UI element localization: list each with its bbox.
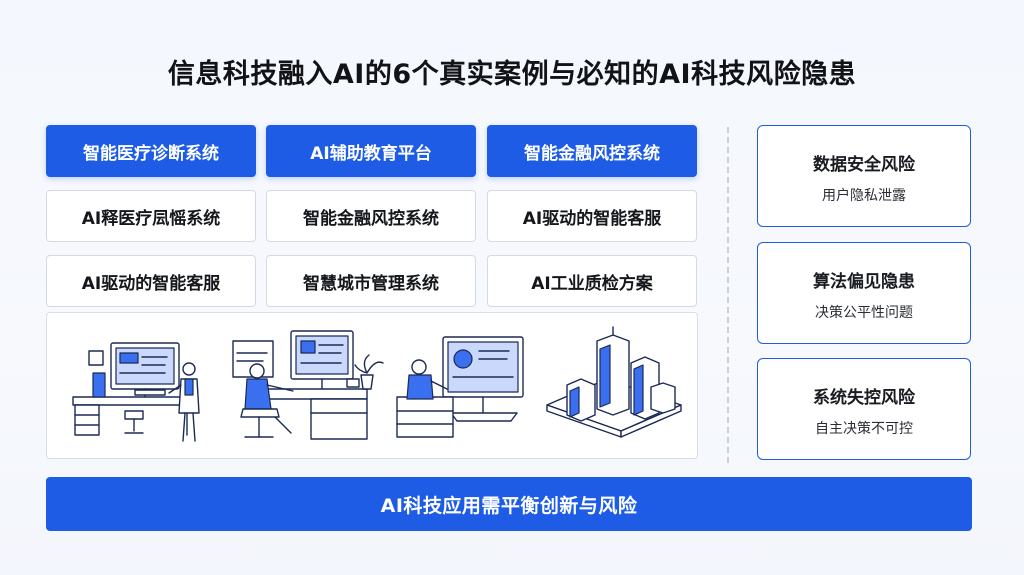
risk-description: 自主决策不可控	[815, 421, 913, 437]
risk-description: 决策公平性问题	[815, 305, 913, 321]
page-title: 信息科技融入AI的6个真实案例与必知的AI科技风险隐患	[167, 59, 857, 90]
case-cell-r3c2[interactable]: 智慧城市管理系统	[266, 255, 476, 307]
footer-banner: AI科技应用需平衡创新与风险	[46, 477, 972, 531]
case-cell-r2c2[interactable]: 智能金融风控系统	[266, 190, 476, 242]
case-header-2[interactable]: AI辅助教育平台	[266, 125, 476, 177]
case-cell-r2c3[interactable]: AI驱动的智能客服	[487, 190, 697, 242]
risk-card-data-security[interactable]: 数据安全风险 用户隐私泄露	[757, 125, 971, 227]
case-cell-r3c1[interactable]: AI驱动的智能客服	[46, 255, 256, 307]
risk-description: 用户隐私泄露	[822, 188, 906, 204]
section-divider	[727, 127, 729, 463]
risk-title: 数据安全风险	[813, 155, 915, 175]
risk-card-system-control[interactable]: 系统失控风险 自主决策不可控	[757, 358, 971, 460]
office-worker-illustration	[232, 330, 384, 440]
medical-workstation-illustration	[72, 342, 200, 442]
analyst-workstation-illustration	[396, 336, 524, 438]
risk-title: 算法偏见隐患	[813, 272, 915, 292]
case-header-1[interactable]: 智能医疗诊断系统	[46, 125, 256, 177]
risk-title: 系统失控风险	[813, 388, 915, 408]
office-illustration	[72, 326, 682, 442]
risk-card-algorithm-bias[interactable]: 算法偏见隐患 决策公平性问题	[757, 242, 971, 344]
case-cell-r3c3[interactable]: AI工业质检方案	[487, 255, 697, 307]
smart-city-illustration	[546, 326, 682, 438]
case-cell-r2c1[interactable]: AI释医疗凨愮系统	[46, 190, 256, 242]
case-header-3[interactable]: 智能金融风控系统	[487, 125, 697, 177]
illustration-panel	[46, 312, 698, 459]
